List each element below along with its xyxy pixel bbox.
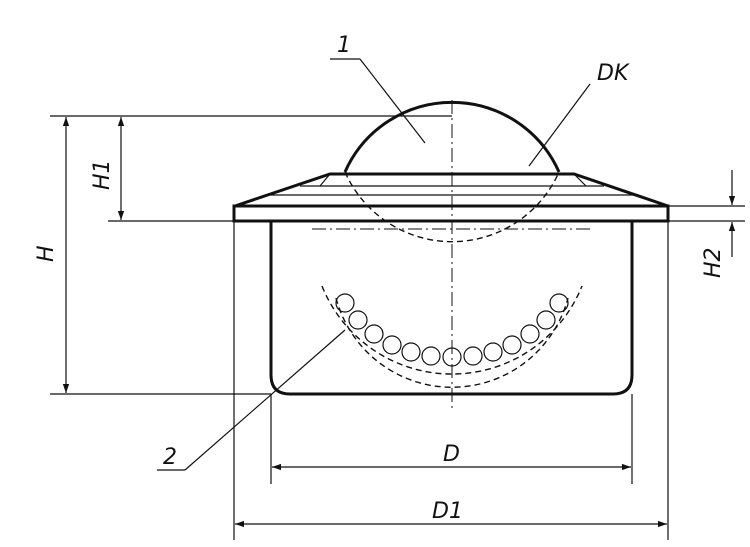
- part-1-label: 1: [337, 33, 351, 58]
- ball-hidden-outline: [344, 171, 560, 243]
- dim-h1-label: H1: [90, 159, 115, 190]
- leader-dk: [528, 83, 591, 167]
- cover-top: [234, 172, 669, 208]
- flange: [232, 204, 670, 223]
- ball-visible-top: [343, 100, 561, 173]
- cover-step-right: [573, 173, 587, 187]
- leader-part-2: [157, 329, 346, 471]
- housing-cup: [269, 221, 634, 396]
- support-balls: [321, 285, 583, 388]
- dim-d1-label: D1: [432, 499, 463, 524]
- dim-h2-label: H2: [701, 247, 726, 278]
- leader-part-1: [330, 58, 426, 144]
- part-2-label: 2: [163, 445, 177, 470]
- dim-h-label: H: [34, 245, 59, 262]
- dim-d-label: D: [443, 442, 460, 467]
- cover-step-left: [319, 173, 331, 187]
- dk-label: DK: [597, 61, 630, 86]
